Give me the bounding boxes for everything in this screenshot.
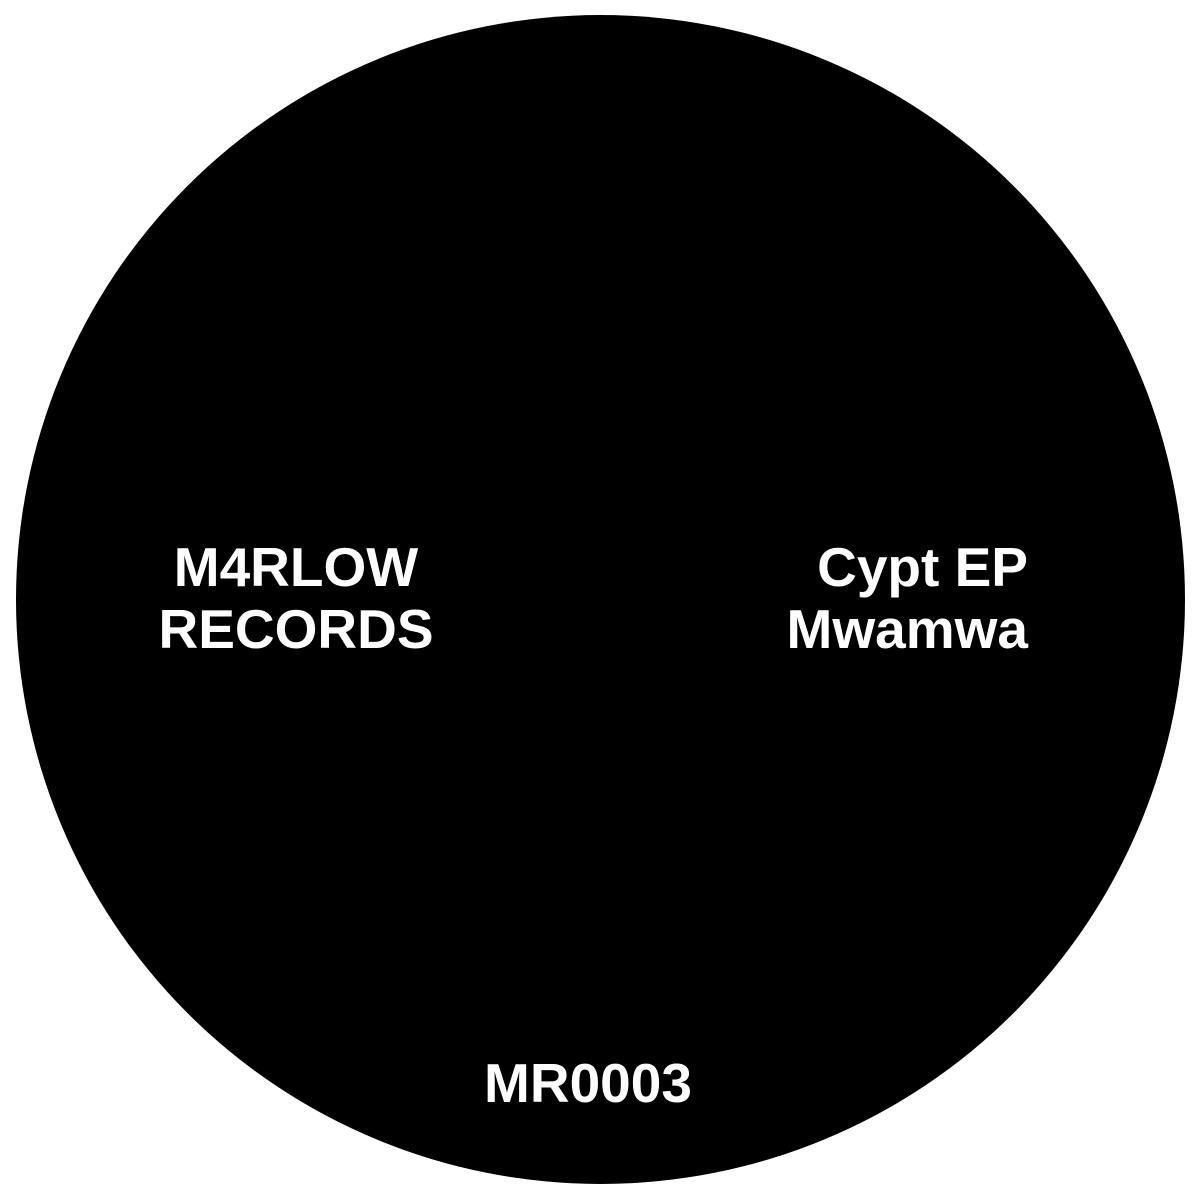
- record-label-line-2: RECORDS: [158, 598, 434, 660]
- release-info: Cypt EP Mwamwa: [787, 536, 1028, 660]
- record-label-name: M4RLOW RECORDS: [146, 536, 446, 660]
- vinyl-label-disc: [16, 15, 1185, 1184]
- record-label-line-1: M4RLOW: [173, 536, 419, 598]
- catalog-number: MR0003: [484, 1052, 692, 1114]
- artist-name: Mwamwa: [786, 598, 1028, 660]
- release-title: Cypt EP: [817, 536, 1028, 598]
